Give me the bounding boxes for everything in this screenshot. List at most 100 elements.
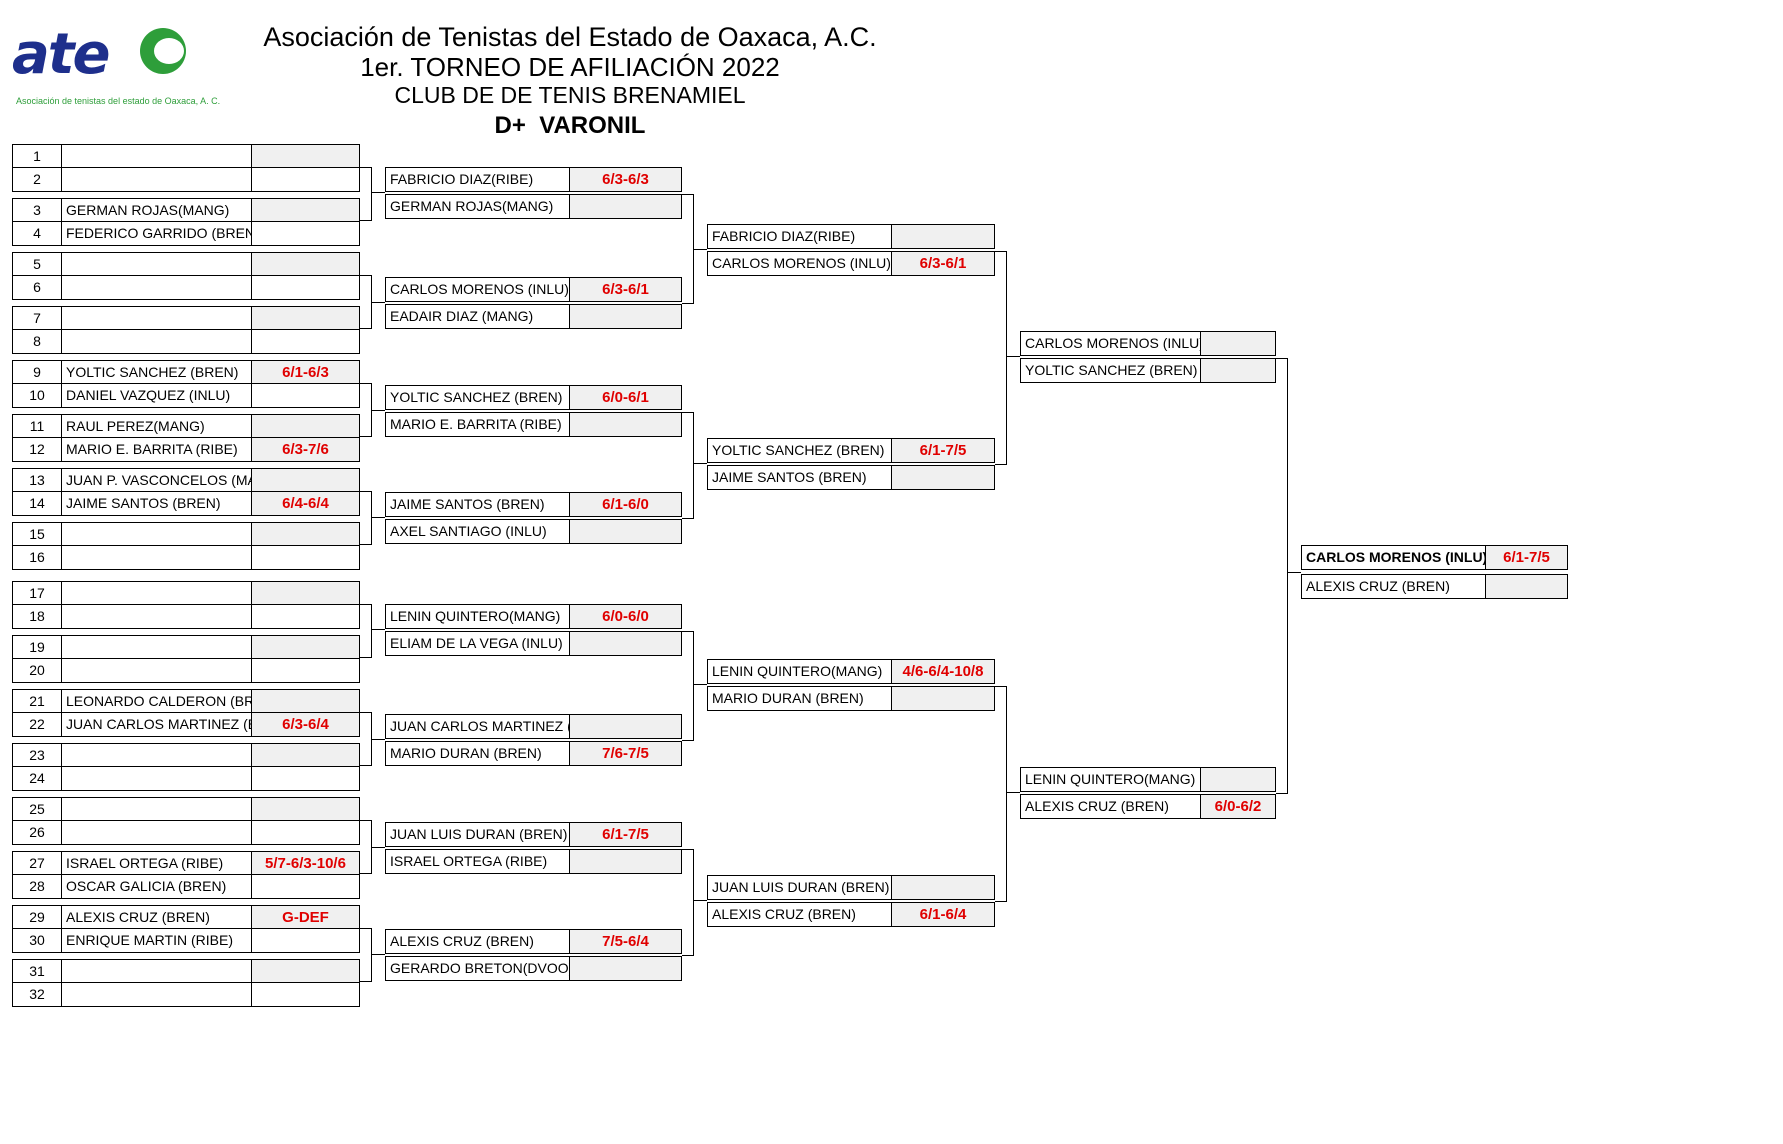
bracket-connector-line — [1007, 792, 1020, 793]
draw-position-number: 16 — [13, 546, 62, 569]
match-score — [252, 330, 359, 353]
match-score — [252, 307, 359, 330]
match-score — [570, 957, 681, 980]
player-name: JAIME SANTOS (BREN) — [386, 493, 570, 516]
round2-row: MARIO E. BARRITA (RIBE) — [385, 412, 682, 437]
player-name — [62, 330, 252, 353]
draw-row: 31 — [12, 959, 360, 984]
draw-position-number: 10 — [13, 384, 62, 407]
draw-position-number: 17 — [13, 582, 62, 605]
player-name: ENRIQUE MARTIN (RIBE) — [62, 929, 252, 952]
player-name: GERMAN ROJAS(MANG) — [386, 195, 570, 218]
draw-position-number: 5 — [13, 253, 62, 276]
bracket-connector — [360, 491, 372, 545]
match-score — [1201, 359, 1275, 382]
semifinal-row: CARLOS MORENOS (INLU) — [1020, 331, 1276, 356]
club-title: CLUB DE DE TENIS BRENAMIEL — [394, 82, 746, 108]
match-score: 6/3-6/1 — [570, 278, 681, 301]
draw-row: 16 — [12, 545, 360, 570]
draw-row: 8 — [12, 329, 360, 354]
match-score — [252, 222, 359, 245]
player-name: CARLOS MORENOS (INLU) — [1302, 546, 1486, 569]
player-name: FEDERICO GARRIDO (BREN) — [62, 222, 252, 245]
bracket-connector-line — [372, 517, 385, 518]
match-score — [252, 636, 359, 659]
round3-row: MARIO DURAN (BREN) — [707, 686, 995, 711]
player-name: GERARDO BRETON(DVOO) — [386, 957, 570, 980]
match-score: 6/1-7/5 — [1486, 546, 1567, 569]
bracket-connector — [360, 604, 372, 658]
player-name: YOLTIC SANCHEZ (BREN) — [62, 361, 252, 384]
bracket-connector — [360, 820, 372, 874]
match-score — [252, 744, 359, 767]
draw-row: 26 — [12, 820, 360, 845]
match-score — [252, 523, 359, 546]
player-name: MARIO E. BARRITA (RIBE) — [62, 438, 252, 461]
ateo-logo: ate Asociación de tenistas del estado de… — [12, 20, 220, 110]
match-score — [252, 253, 359, 276]
match-score — [252, 767, 359, 790]
bracket-connector-line — [372, 629, 385, 630]
bracket-connector — [682, 194, 694, 304]
draw-position-number: 2 — [13, 168, 62, 191]
draw-position-number: 13 — [13, 469, 62, 492]
match-score — [570, 715, 681, 738]
match-score: 6/1-6/3 — [252, 361, 359, 384]
bracket-connector — [360, 167, 372, 221]
match-score — [252, 415, 359, 438]
player-name — [62, 276, 252, 299]
bracket-connector — [995, 251, 1007, 465]
player-name: JAIME SANTOS (BREN) — [62, 492, 252, 515]
match-score — [570, 632, 681, 655]
player-name: GERMAN ROJAS(MANG) — [62, 199, 252, 222]
draw-position-number: 20 — [13, 659, 62, 682]
match-score: 6/1-6/4 — [892, 903, 994, 926]
match-score — [252, 384, 359, 407]
round3-row: ALEXIS CRUZ (BREN)6/1-6/4 — [707, 902, 995, 927]
bracket-connector-line — [694, 684, 707, 685]
match-score — [252, 690, 359, 713]
player-name: OSCAR GALICIA (BREN) — [62, 875, 252, 898]
round2-row: LENIN QUINTERO(MANG)6/0-6/0 — [385, 604, 682, 629]
player-name — [62, 582, 252, 605]
final-row: ALEXIS CRUZ (BREN) — [1301, 574, 1568, 599]
player-name — [62, 605, 252, 628]
player-name: YOLTIC SANCHEZ (BREN) — [1021, 359, 1201, 382]
player-name: ALEXIS CRUZ (BREN) — [708, 903, 892, 926]
match-score — [570, 413, 681, 436]
player-name — [62, 659, 252, 682]
bracket-connector — [360, 712, 372, 766]
match-score — [570, 850, 681, 873]
round3-row: FABRICIO DIAZ(RIBE) — [707, 224, 995, 249]
match-score: 6/0-6/1 — [570, 386, 681, 409]
draw-position-number: 29 — [13, 906, 62, 929]
match-score: 4/6-6/4-10/8 — [892, 660, 994, 683]
draw-position-number: 23 — [13, 744, 62, 767]
draw-position-number: 18 — [13, 605, 62, 628]
round2-row: GERMAN ROJAS(MANG) — [385, 194, 682, 219]
round3-row: JUAN LUIS DURAN (BREN) — [707, 875, 995, 900]
draw-row: 19 — [12, 635, 360, 660]
draw-position-number: 26 — [13, 821, 62, 844]
player-name: FABRICIO DIAZ(RIBE) — [708, 225, 892, 248]
draw-row: 17 — [12, 581, 360, 606]
round3-row: CARLOS MORENOS (INLU)6/3-6/1 — [707, 251, 995, 276]
bracket-connector-line — [372, 739, 385, 740]
player-name: CARLOS MORENOS (INLU) — [386, 278, 570, 301]
draw-position-number: 21 — [13, 690, 62, 713]
player-name — [62, 253, 252, 276]
bracket-connector-line — [694, 463, 707, 464]
round3-row: JAIME SANTOS (BREN) — [707, 465, 995, 490]
match-score — [252, 145, 359, 168]
round3-row: YOLTIC SANCHEZ (BREN)6/1-7/5 — [707, 438, 995, 463]
match-score — [1201, 332, 1275, 355]
